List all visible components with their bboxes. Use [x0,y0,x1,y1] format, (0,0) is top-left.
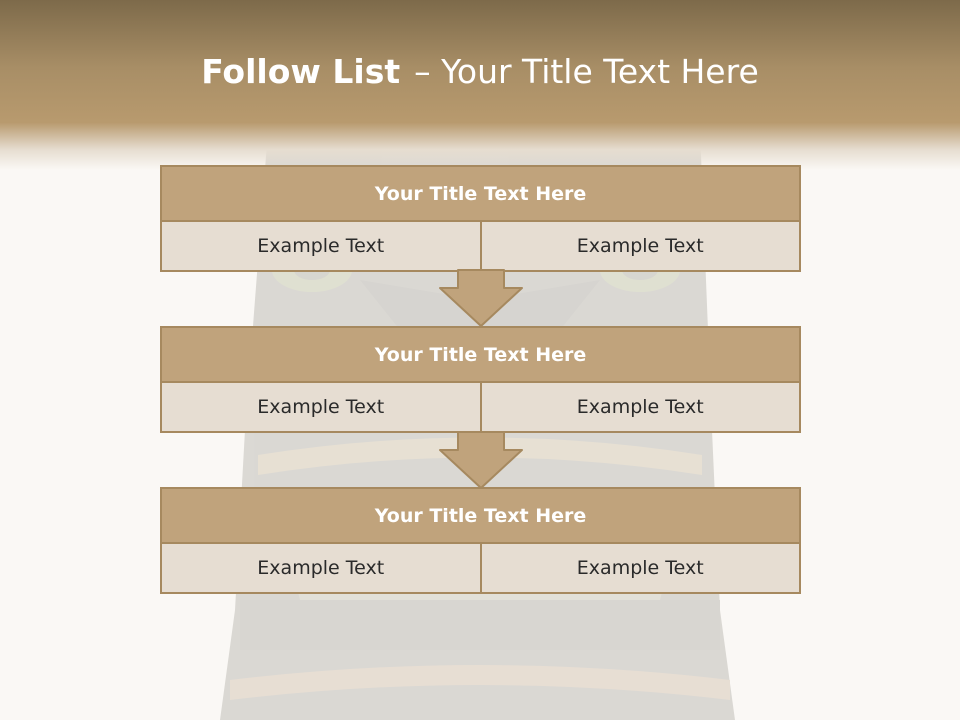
step-row: Example Text Example Text [160,222,801,272]
step-cell-left: Example Text [160,544,480,594]
step-cell-right: Example Text [479,222,801,272]
flow-step-3: Your Title Text Here Example Text Exampl… [160,487,801,594]
step-row: Example Text Example Text [160,383,801,433]
step-row: Example Text Example Text [160,544,801,594]
step-title: Your Title Text Here [160,165,801,222]
slide-title: Follow List – Your Title Text Here [0,52,960,91]
slide-title-rest: – Your Title Text Here [414,52,759,91]
step-cell-left: Example Text [160,222,480,272]
down-arrow-icon [439,269,523,327]
step-cell-right: Example Text [479,383,801,433]
slide-title-bold: Follow List [201,52,401,91]
step-title: Your Title Text Here [160,326,801,383]
step-cell-left: Example Text [160,383,480,433]
down-arrow-icon [439,431,523,489]
header-band [0,0,960,170]
step-cell-right: Example Text [479,544,801,594]
flow-step-2: Your Title Text Here Example Text Exampl… [160,326,801,433]
step-title: Your Title Text Here [160,487,801,544]
flow-step-1: Your Title Text Here Example Text Exampl… [160,165,801,272]
